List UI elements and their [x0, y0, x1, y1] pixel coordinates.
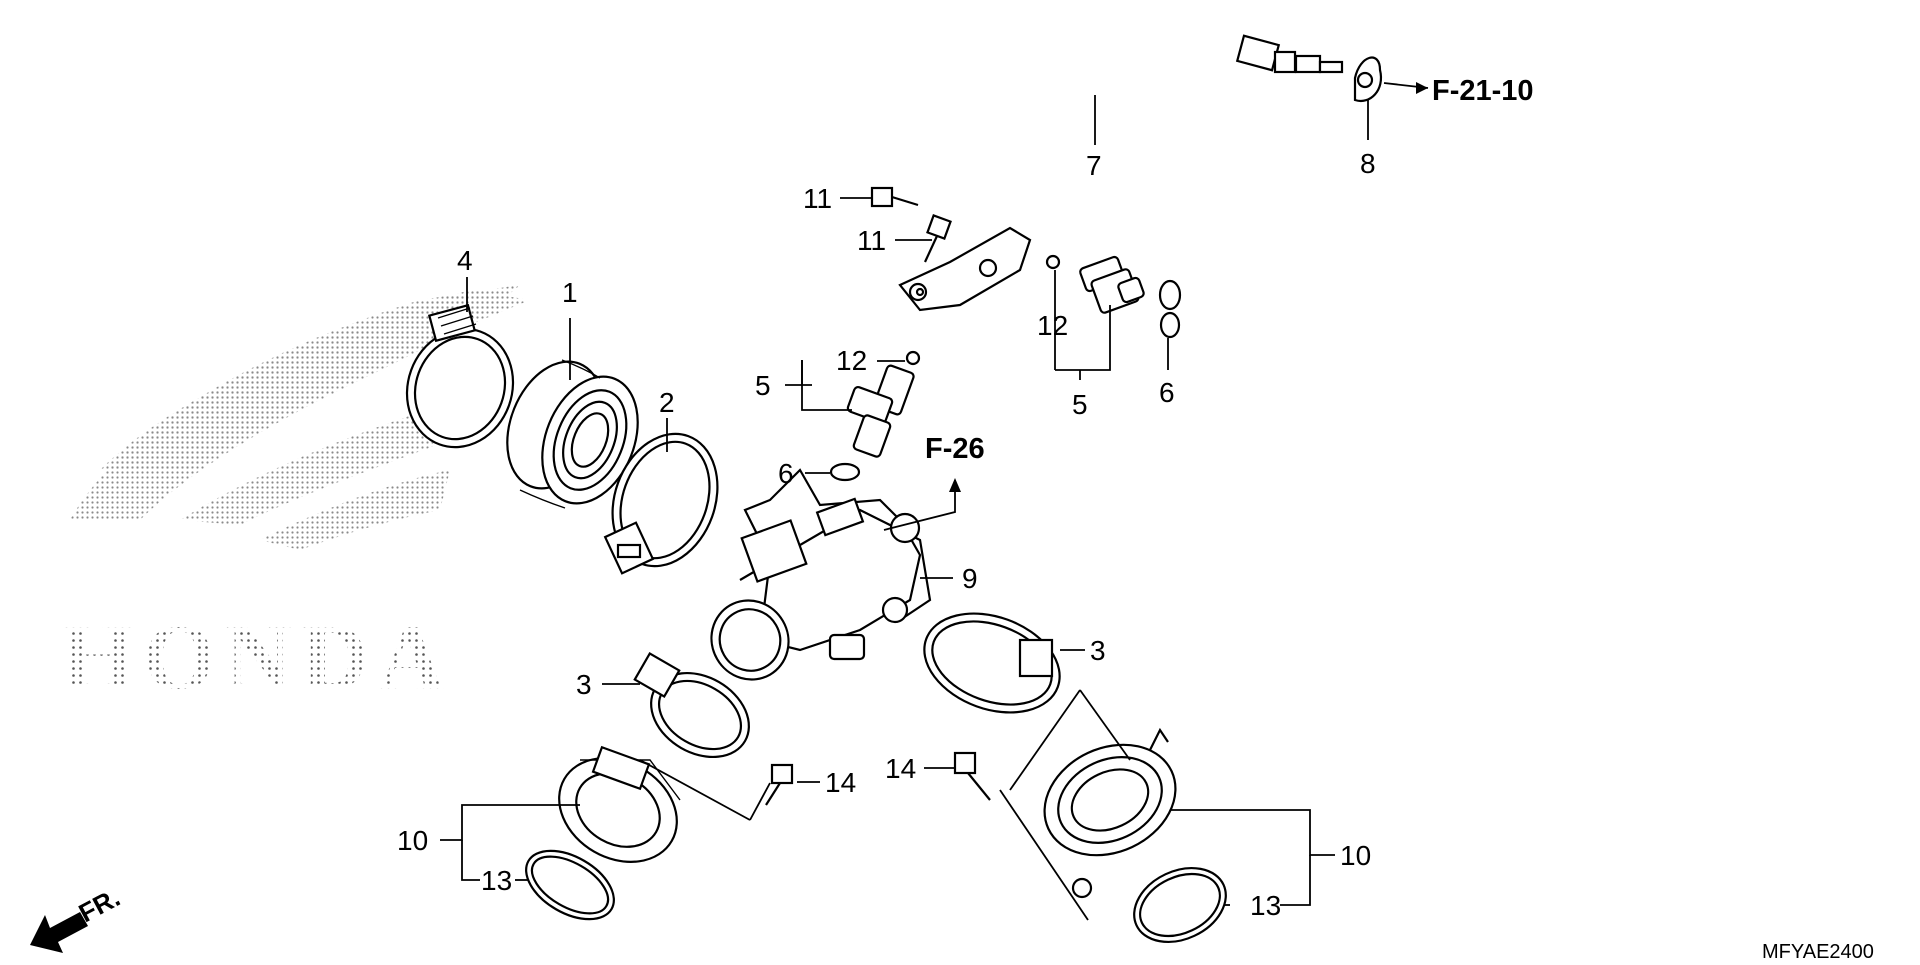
honda-logo-text: HONDA	[62, 606, 454, 708]
callout-labels: 4 1 2 11 11 12 5 6 12 5 6 7 8 9 3 3 14 1…	[397, 148, 1376, 921]
honda-wing-logo	[70, 285, 530, 550]
part-11-bolts	[870, 186, 952, 263]
callout-11-bottom: 11	[857, 225, 886, 256]
callout-7: 7	[1086, 150, 1102, 181]
part-13-oring-right	[1133, 867, 1227, 943]
part-14-bolt-left	[765, 763, 794, 806]
reference-label-throttle: F-26	[925, 433, 985, 465]
callout-14-right: 14	[885, 753, 916, 784]
part-6-washer-right	[1159, 311, 1181, 339]
fuel-rail-joint	[898, 226, 1032, 312]
callout-1: 1	[562, 277, 578, 308]
part-10-insulator-right	[1043, 727, 1177, 899]
callout-10-left: 10	[397, 825, 428, 856]
diagram-code: MFYAE2400	[1762, 941, 1874, 960]
callout-12-right: 12	[1037, 310, 1068, 341]
part-2-clamp	[603, 432, 719, 575]
front-direction-arrow-icon	[30, 912, 88, 953]
part-1-connecting-tube	[506, 359, 639, 509]
callout-8: 8	[1360, 148, 1376, 179]
leader-lines	[440, 82, 1429, 921]
part-14-bolt-right	[953, 751, 991, 801]
callout-14-left: 14	[825, 767, 856, 798]
callout-11-top: 11	[803, 183, 832, 214]
callout-6-right: 6	[1159, 377, 1175, 408]
part-13-oring-left	[525, 849, 615, 921]
reference-label-fuel: F-21-10	[1432, 75, 1534, 107]
part-10-insulator-left	[558, 745, 681, 863]
callout-13-left: 13	[481, 865, 512, 896]
callout-6-left: 6	[778, 458, 794, 489]
part-3-clamp-left	[633, 652, 750, 759]
part-9-throttle-body	[710, 468, 932, 681]
callout-4: 4	[457, 245, 473, 276]
callout-3-left: 3	[576, 669, 592, 700]
callout-12-left: 12	[836, 345, 867, 376]
callout-9: 9	[962, 563, 978, 594]
part-4-band-clamp	[405, 303, 515, 449]
callout-5-right: 5	[1072, 389, 1088, 420]
part-7-fuel-hose	[970, 34, 1344, 256]
callout-3-right: 3	[1090, 635, 1106, 666]
callout-5-left: 5	[755, 370, 771, 401]
callout-2: 2	[659, 387, 675, 418]
callout-13-right: 13	[1250, 890, 1281, 921]
part-5-injector-left	[829, 350, 921, 482]
part-3-clamp-right	[923, 612, 1061, 714]
part-5-injector-right	[1045, 254, 1182, 314]
part-8-connector	[1353, 56, 1383, 103]
callout-10-right: 10	[1340, 840, 1371, 871]
